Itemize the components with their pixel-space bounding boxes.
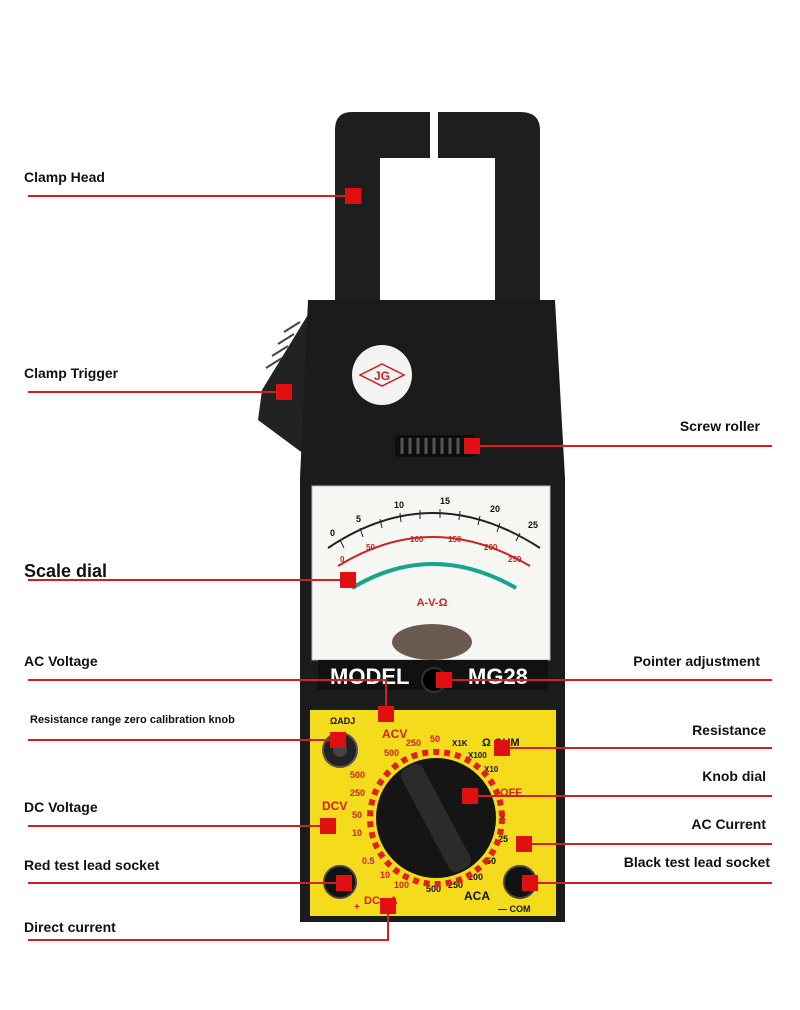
label-direct-current: Direct current [24,919,116,935]
marker-ac-current [516,836,532,852]
scale-num-0: 0 [330,528,335,538]
label-ac-current: AC Current [691,816,766,832]
marker-black-socket [522,875,538,891]
dcma-100: 100 [394,880,409,890]
leader-direct-current [28,906,389,941]
dial-unit-text: A-V-Ω [417,597,448,609]
label-zero-knob: Resistance range zero calibration knob [30,714,235,726]
marker-clamp-head [345,188,361,204]
aca-500: 500 [426,884,441,894]
marker-screw-roller [464,438,480,454]
scale-arc-black [327,512,541,549]
label-black-socket: Black test lead socket [623,854,770,870]
dcma-05: 0.5 [362,856,375,866]
off-label: OFF [500,787,522,799]
label-screw-roller: Screw roller [679,418,760,434]
marker-direct-current [380,898,396,914]
callout-markers [276,188,538,914]
ohm-x100: X100 [468,751,487,760]
clamp-jaw-right [438,112,540,300]
label-clamp-head: Clamp Head [24,169,105,185]
acv-50: 50 [430,734,440,744]
scale-num-15: 15 [440,496,450,506]
dcv-label: DCV [322,799,347,813]
model-number: MG28 [468,664,528,689]
dcv-10: 10 [352,828,362,838]
ohm-x10: X10 [484,765,499,774]
scale-red-100: 100 [410,535,424,544]
aca-250: 250 [448,880,463,890]
ohm-x1k: X1K [452,739,468,748]
trigger-grip-lines [265,321,301,369]
marker-dc-voltage [320,818,336,834]
scale-red-200: 200 [484,543,498,552]
dcv-50: 50 [352,810,362,820]
scale-arc-green [350,562,517,590]
scale-num-25: 25 [528,520,538,530]
marker-zero-knob [330,732,346,748]
label-resistance: Resistance [692,722,766,738]
label-scale-dial: Scale dial [24,561,108,581]
plus-label: + [354,902,360,913]
clamp-jaw-left [335,112,430,300]
label-knob-dial: Knob dial [702,768,766,784]
scale-num-10: 10 [394,500,404,510]
com-label: — COM [498,904,531,914]
aca-50: 50 [486,856,496,866]
screw-roller-ridges [400,438,460,454]
logo-badge [352,345,412,405]
acv-500: 500 [384,748,399,758]
dcv-500: 500 [350,770,365,780]
label-dc-voltage: DC Voltage [24,799,98,815]
aca-25: 25 [498,834,508,844]
marker-resistance [494,740,510,756]
acv-label: ACV [382,727,407,741]
scale-arc-red [337,536,531,567]
leader-ac-voltage [28,679,387,714]
dcv-250: 250 [350,788,365,798]
logo-text: JG [374,369,390,383]
scale-red-250: 250 [508,555,522,564]
label-pointer-adjustment: Pointer adjustment [633,653,760,669]
needle-pivot [392,624,472,660]
marker-pointer-adjust [436,672,452,688]
model-label: MODEL [330,664,409,689]
label-ac-voltage: AC Voltage [24,653,98,669]
zero-knob-label: ΩADJ [330,716,355,726]
marker-knob-dial [462,788,478,804]
marker-ac-voltage [378,706,394,722]
label-clamp-trigger: Clamp Trigger [24,365,119,381]
upper-body [300,300,565,478]
marker-red-socket [336,875,352,891]
scale-num-20: 20 [490,504,500,514]
leader-lines [28,195,772,941]
knob-pointer-bar [400,763,472,873]
scale-num-5: 5 [356,514,361,524]
label-red-socket: Red test lead socket [24,857,160,873]
scale-red-0: 0 [340,555,345,564]
range-dial-ring [367,749,505,887]
scale-red-50: 50 [366,543,375,552]
logo-diamond [358,363,406,387]
aca-label: ACA [464,889,490,903]
dcma-10: 10 [380,870,390,880]
aca-100: 100 [468,872,483,882]
scale-ticks [339,509,521,549]
marker-clamp-trigger [276,384,292,400]
scale-red-150: 150 [448,535,462,544]
acv-250: 250 [406,738,421,748]
marker-scale-dial [340,572,356,588]
